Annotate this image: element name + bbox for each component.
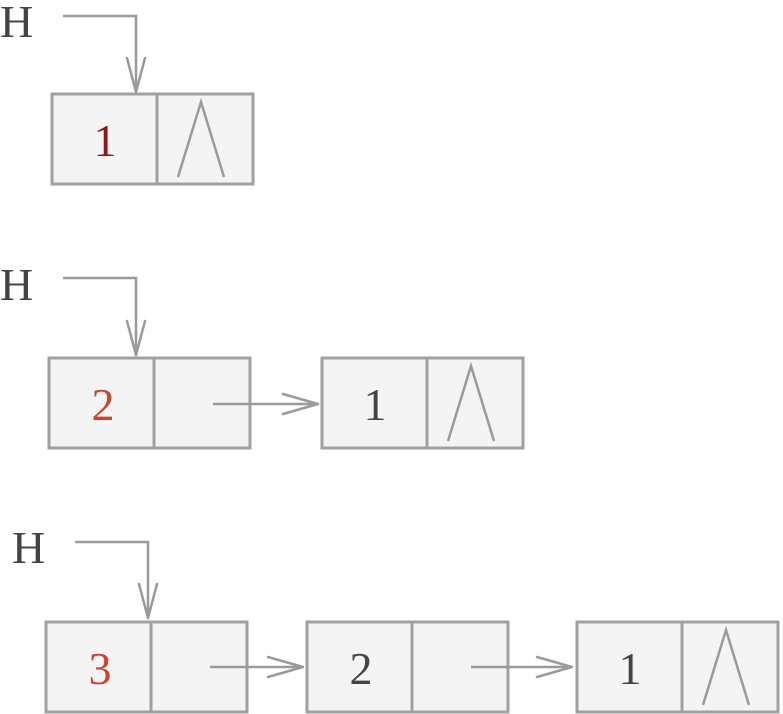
head-pointer-arrow	[75, 540, 150, 614]
arrowhead-icon	[535, 655, 574, 679]
head-pointer-arrow	[63, 14, 138, 88]
step-1: H 1	[0, 0, 255, 186]
arrowhead-icon	[281, 392, 320, 416]
node-value: 3	[89, 643, 112, 694]
node-value: 2	[350, 643, 373, 694]
node-value: 1	[364, 379, 387, 430]
list-node: 1	[575, 620, 780, 714]
step-2: H 2 1	[0, 259, 525, 450]
step-3: H 3 2 1	[12, 522, 780, 714]
list-node: 2	[47, 356, 252, 450]
arrowhead-icon	[125, 56, 147, 94]
head-label: H	[0, 259, 33, 310]
node-value: 1	[619, 643, 642, 694]
head-label: H	[12, 522, 45, 573]
list-node: 1	[50, 92, 255, 186]
list-node: 1	[320, 356, 525, 450]
head-label: H	[0, 0, 33, 47]
node-box	[50, 92, 255, 186]
head-pointer-arrow	[63, 276, 138, 350]
node-box	[575, 620, 780, 714]
node-value: 1	[94, 115, 117, 166]
arrowhead-icon	[266, 655, 305, 679]
null-pointer-icon	[446, 361, 496, 442]
arrowhead-icon	[125, 319, 147, 357]
null-pointer-icon	[176, 97, 226, 178]
arrowhead-icon	[137, 582, 159, 620]
node-box	[320, 356, 525, 450]
node-value: 2	[92, 379, 115, 430]
null-pointer-icon	[701, 625, 751, 706]
